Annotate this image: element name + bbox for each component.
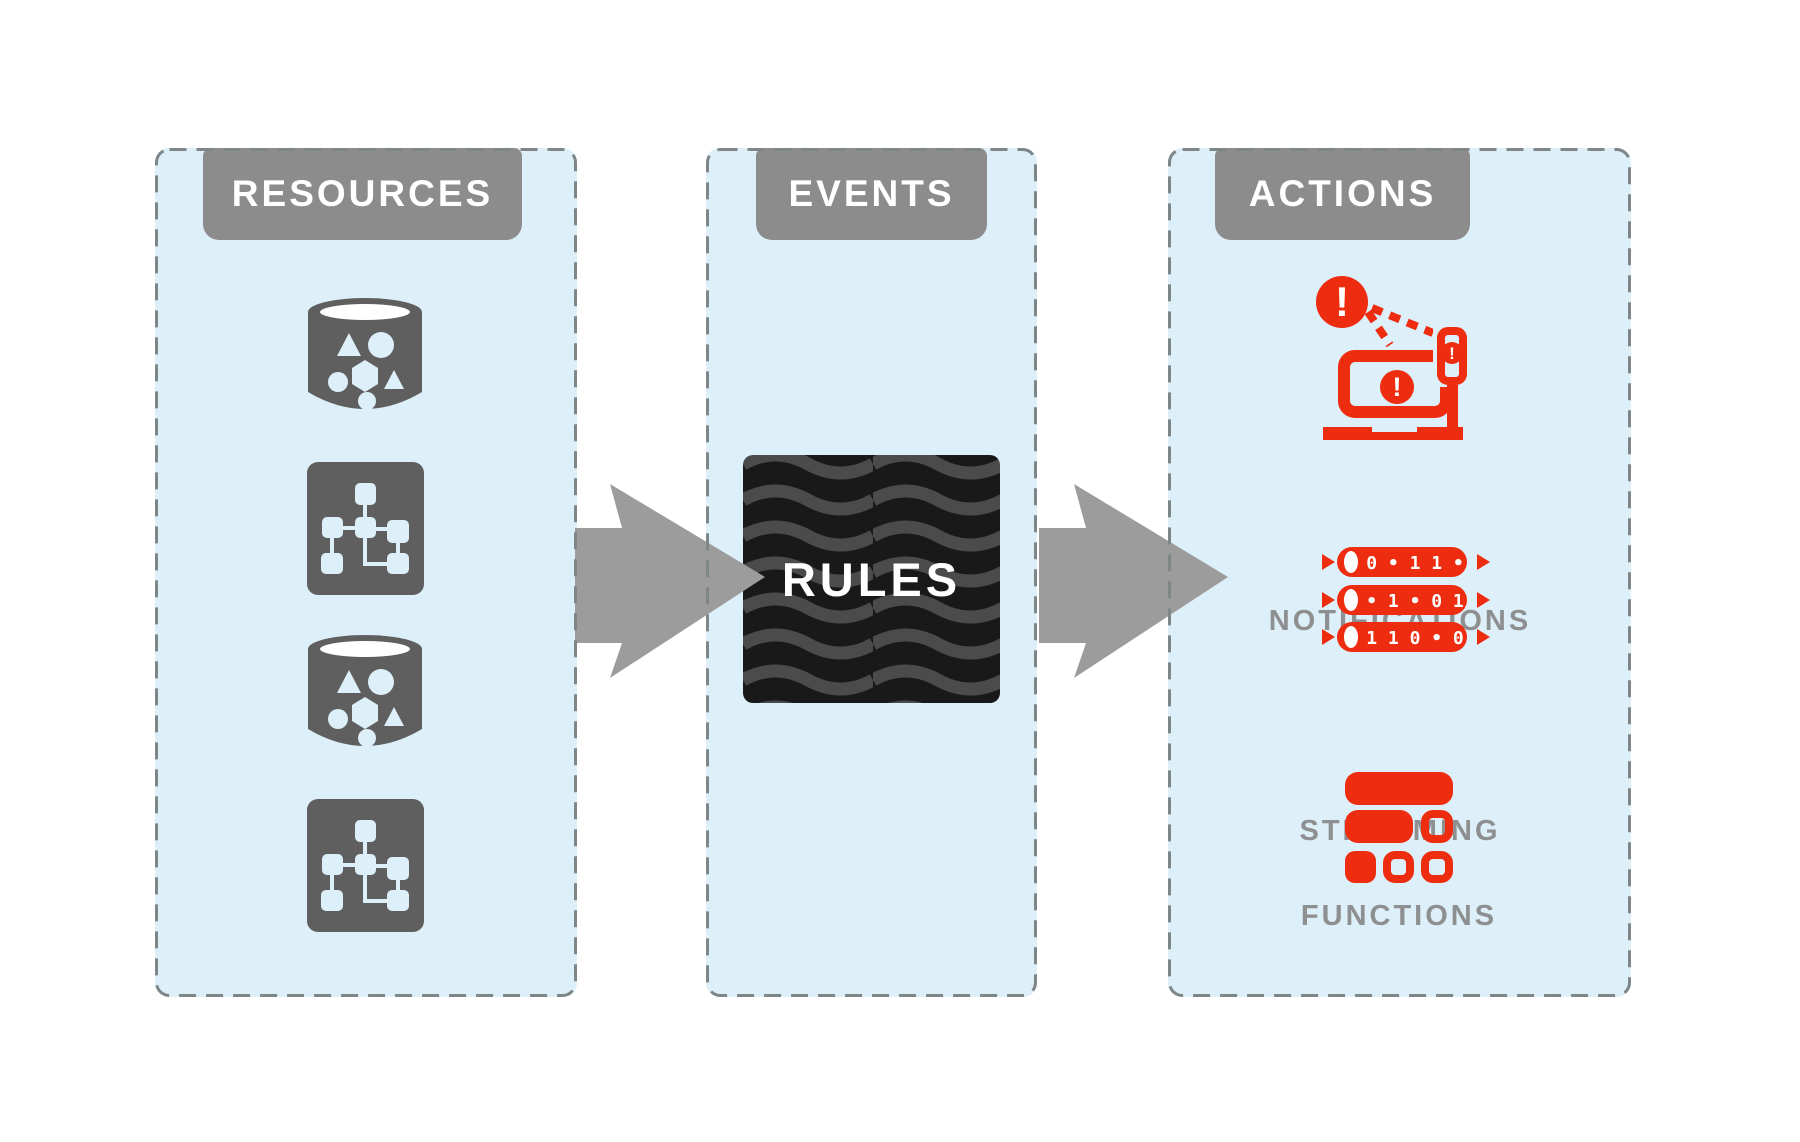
- events-header: EVENTS: [756, 148, 987, 240]
- stream-bits-row-2: • 1 • 0 1: [1366, 591, 1464, 612]
- events-panel: EVENTS RULES: [706, 148, 1037, 997]
- functions-blocks-icon: [1345, 772, 1453, 883]
- notifications-alert-icon: ! ! !: [1316, 276, 1471, 440]
- resources-title: RESOURCES: [231, 173, 494, 214]
- database-icon: [308, 635, 422, 747]
- database-icon: [308, 298, 422, 410]
- svg-text:!: !: [1449, 344, 1455, 363]
- resources-header: RESOURCES: [203, 148, 522, 240]
- actions-header: ACTIONS: [1215, 148, 1470, 240]
- resources-panel: RESOURCES: [155, 148, 577, 997]
- functions-label: FUNCTIONS: [1300, 900, 1498, 932]
- flowchart-icon: [307, 799, 424, 932]
- rules-label: RULES: [781, 552, 962, 606]
- flowchart-icon: [307, 462, 424, 595]
- actions-panel: ACTIONS ! ! ! NOTIFICATIONS: [1168, 148, 1631, 997]
- actions-title: ACTIONS: [1248, 173, 1437, 214]
- events-title: EVENTS: [788, 173, 955, 214]
- streaming-pipes-icon: 0 • 1 1 • • 1 • 0 1 1 1 0 • 0: [1322, 547, 1490, 652]
- svg-text:!: !: [1393, 372, 1402, 402]
- stream-bits-row-1: 0 • 1 1 •: [1366, 553, 1464, 574]
- rules-box: RULES: [743, 455, 1000, 703]
- svg-text:!: !: [1335, 278, 1349, 325]
- stream-bits-row-3: 1 1 0 • 0: [1366, 628, 1464, 649]
